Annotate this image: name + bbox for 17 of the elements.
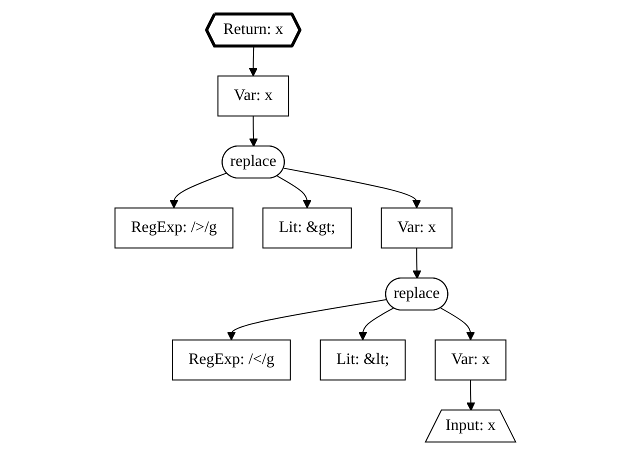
node-box: RegExp: /</g bbox=[172, 340, 290, 380]
node-box: Var: x bbox=[434, 340, 506, 380]
arrow bbox=[358, 308, 394, 340]
arrow bbox=[248, 116, 258, 147]
arrow bbox=[169, 172, 227, 208]
arrow bbox=[440, 308, 475, 340]
node-box: Lit: &lt; bbox=[320, 340, 406, 380]
arrow bbox=[412, 248, 421, 279]
node-box: Var: x bbox=[217, 76, 289, 116]
arrow bbox=[466, 379, 475, 411]
arrow bbox=[276, 176, 312, 208]
node-box: RegExp: />/g bbox=[114, 208, 234, 248]
node-box: Lit: &gt; bbox=[262, 208, 352, 248]
arrow bbox=[248, 46, 258, 76]
arrow bbox=[226, 299, 388, 340]
arrow bbox=[282, 168, 421, 208]
node-box: Var: x bbox=[380, 208, 452, 248]
